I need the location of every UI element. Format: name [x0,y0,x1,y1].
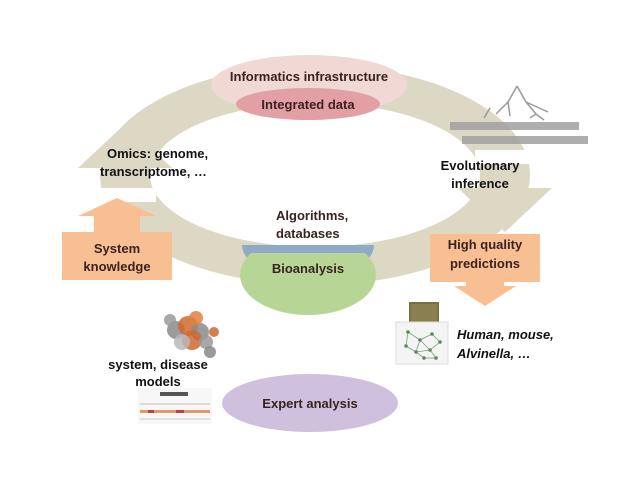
system-knowledge-line2: knowledge [83,259,151,274]
expert-analysis-ellipse [222,374,398,432]
protein-structure-image [164,311,219,358]
phylogenetic-tree-image [450,85,588,144]
expert-analysis-label: Expert analysis [262,396,358,411]
algorithms-label-line2: databases [276,226,340,241]
omics-label-line1: Omics: genome, [107,146,209,161]
disease-models-line1: system, disease [108,357,208,372]
high-quality-line2: predictions [449,256,521,271]
integrated-data-ellipse [236,88,380,120]
omics-label-line2: transcriptome, … [100,164,207,179]
evolutionary-inference-line1: Evolutionary [440,158,520,173]
cycle-arrow [78,65,552,285]
bioanalysis-label: Bioanalysis [271,261,345,276]
organisms-label-line1: Human, mouse, [457,327,554,342]
evolutionary-inference-line2: inference [451,176,509,191]
high-quality-predictions-box [430,234,540,306]
organisms-label-line2: Alvinella, … [457,346,531,361]
system-knowledge-box [62,198,172,280]
bioanalysis-shape [240,245,376,315]
high-quality-line1: High quality [447,237,523,252]
genome-track-image [138,388,212,424]
disease-models-line2: models [135,374,181,389]
network-heatmap-image [395,302,449,365]
integrated-data-label: Integrated data [261,97,355,112]
informatics-infrastructure-label: Informatics infrastructure [229,69,389,84]
system-knowledge-line1: System [93,241,141,256]
algorithms-label-line1: Algorithms, [276,208,349,223]
